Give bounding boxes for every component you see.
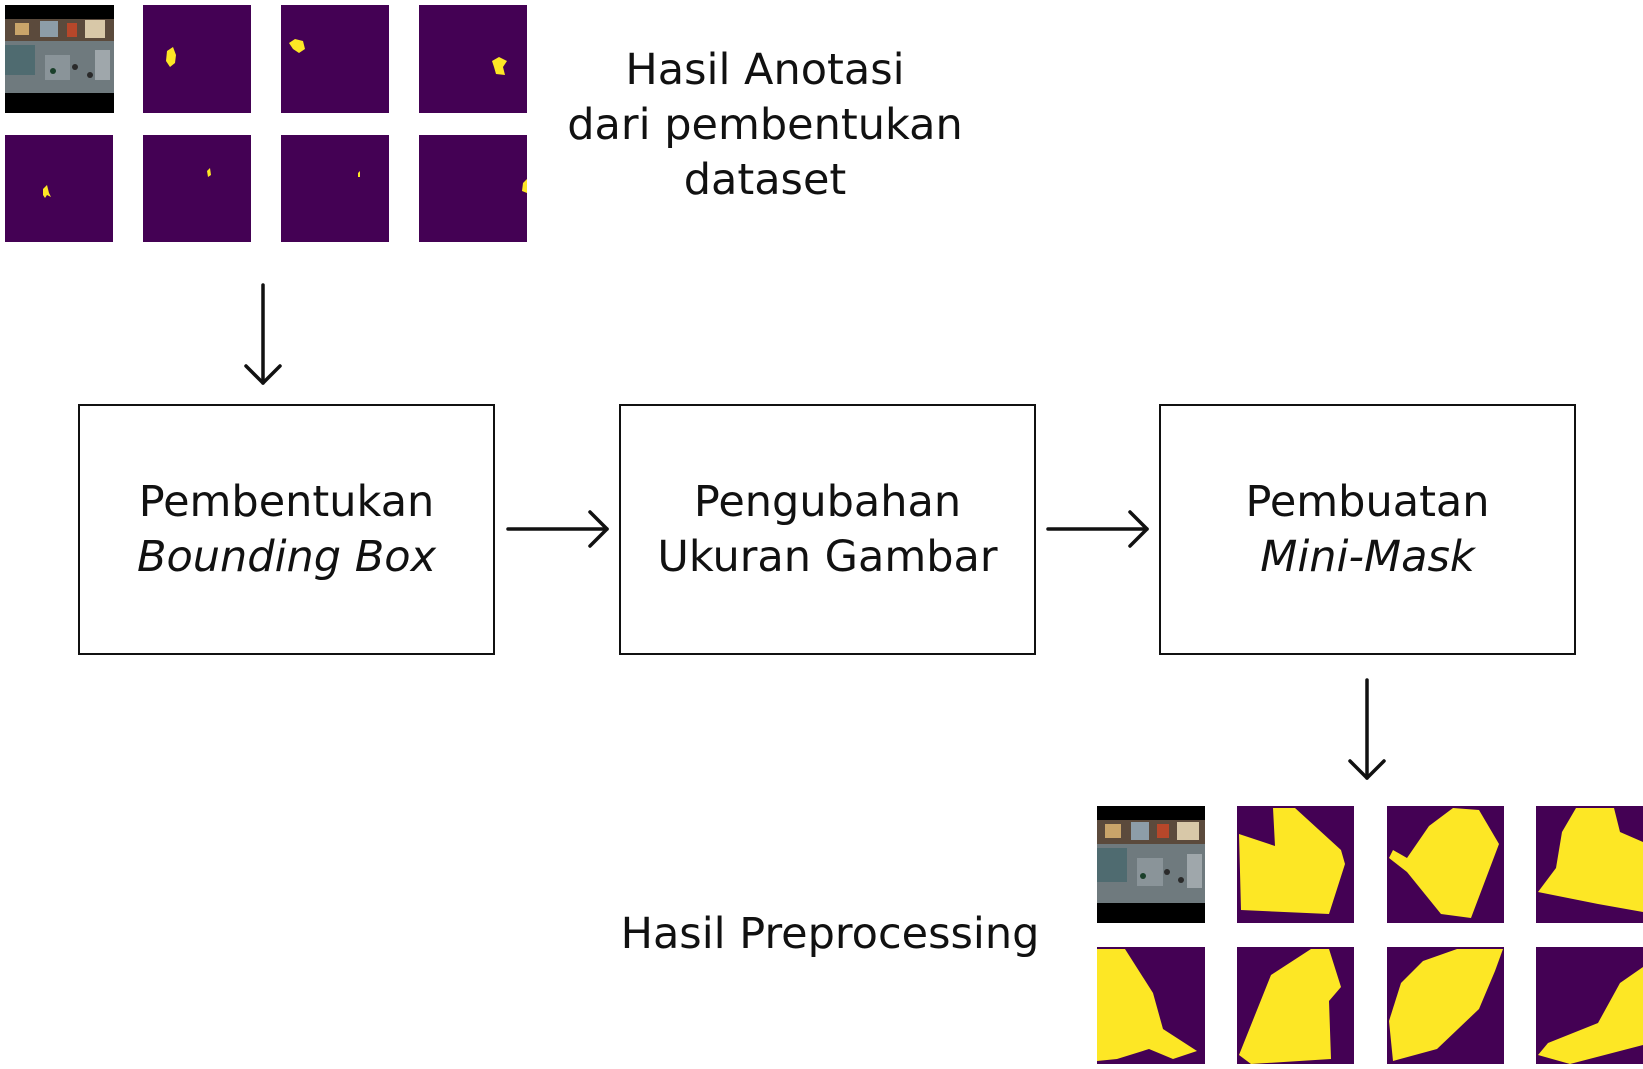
step-subtitle: Mini-Mask (1260, 531, 1475, 582)
step-bounding-box: Pembentukan Bounding Box (78, 404, 495, 655)
annotation-mask-thumbnail (5, 135, 113, 242)
arrow-right-icon (506, 510, 609, 548)
arrow-right-icon (1046, 510, 1149, 548)
step-subtitle: Ukuran Gambar (657, 531, 998, 582)
annotation-mask-thumbnail (281, 135, 389, 242)
step-mini-mask: Pembuatan Mini-Mask (1159, 404, 1576, 655)
preprocessing-mask-thumbnail (1387, 806, 1504, 923)
annotation-caption: Hasil Anotasi dari pembentukan dataset (560, 43, 970, 208)
step-title: Pembentukan (138, 476, 435, 527)
annotation-caption-line: Hasil Anotasi (625, 45, 905, 95)
step-title: Pengubahan (693, 476, 962, 527)
annotation-mask-thumbnail (281, 5, 389, 113)
annotation-mask-thumbnail (419, 135, 527, 242)
annotation-caption-line: dari pembentukan (567, 100, 963, 150)
preprocessing-mask-thumbnail (1097, 947, 1205, 1064)
arrow-down-icon (1348, 678, 1386, 780)
preprocessing-mask-thumbnail (1536, 947, 1643, 1064)
annotation-caption-line: dataset (683, 155, 847, 205)
arrow-down-icon (244, 283, 282, 385)
step-subtitle: Bounding Box (136, 531, 437, 582)
annotation-mask-thumbnail (143, 5, 251, 113)
step-title: Pembuatan (1245, 476, 1490, 527)
preprocessing-mask-thumbnail (1536, 806, 1643, 923)
step-resize-image: Pengubahan Ukuran Gambar (619, 404, 1036, 655)
preprocessing-caption: Hasil Preprocessing (620, 909, 1040, 959)
preprocessing-mask-thumbnail (1237, 947, 1354, 1064)
preprocessing-mask-thumbnail (1237, 806, 1354, 923)
annotation-photo-thumbnail (5, 5, 114, 113)
annotation-mask-thumbnail (143, 135, 251, 242)
preprocessing-photo-thumbnail (1097, 806, 1205, 923)
preprocessing-mask-thumbnail (1387, 947, 1504, 1064)
annotation-mask-thumbnail (419, 5, 527, 113)
